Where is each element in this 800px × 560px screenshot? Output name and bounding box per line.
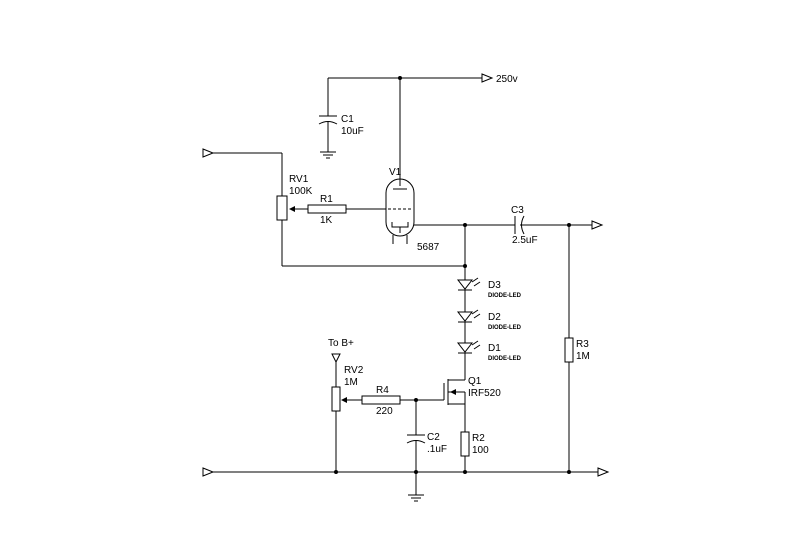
r3-name: R3 xyxy=(576,339,589,350)
d2-name: D2 xyxy=(488,312,501,323)
vacuum-tube-v1 xyxy=(385,178,465,244)
q1-type: IRF520 xyxy=(468,388,501,399)
led-d1 xyxy=(456,340,481,354)
resistor-r1 xyxy=(295,204,386,214)
capacitor-c2 xyxy=(406,400,426,495)
output-terminal xyxy=(591,220,604,230)
ground-symbol-c1 xyxy=(320,151,336,159)
v1-type: 5687 xyxy=(417,242,440,253)
rv1-name: RV1 xyxy=(289,174,309,185)
d1-name: D1 xyxy=(488,343,501,354)
resistor-r3 xyxy=(564,225,574,472)
c2-name: C2 xyxy=(427,432,440,443)
to-bplus-label: To B+ xyxy=(328,338,354,349)
led-d2 xyxy=(456,309,481,323)
c3-value: 2.5uF xyxy=(512,235,538,246)
v1-name: V1 xyxy=(389,167,402,178)
led-d3 xyxy=(456,277,481,291)
r3-value: 1M xyxy=(576,351,590,362)
c2-value: .1uF xyxy=(427,444,447,455)
potentiometer-rv2 xyxy=(331,362,347,472)
supply-rail xyxy=(328,73,494,83)
r4-value: 220 xyxy=(376,406,393,417)
capacitor-c1 xyxy=(318,78,338,152)
rv2-value: 1M xyxy=(344,377,358,388)
d3-type: DIODE-LED xyxy=(488,293,522,299)
to-bplus-terminal xyxy=(331,353,341,364)
input-terminal-top xyxy=(202,148,282,158)
r4-name: R4 xyxy=(376,385,389,396)
supply-voltage-label: 250v xyxy=(496,74,518,85)
rv2-name: RV2 xyxy=(344,365,364,376)
potentiometer-rv1 xyxy=(276,153,295,266)
rv1-value: 100K xyxy=(289,186,313,197)
q1-name: Q1 xyxy=(468,376,482,387)
ground-rail xyxy=(202,467,610,477)
mosfet-q1 xyxy=(443,379,466,432)
r2-value: 100 xyxy=(472,445,489,456)
d1-type: DIODE-LED xyxy=(488,356,522,362)
r1-name: R1 xyxy=(320,194,333,205)
d3-name: D3 xyxy=(488,280,501,291)
ground-symbol-main xyxy=(408,494,424,502)
c3-name: C3 xyxy=(511,205,524,216)
capacitor-c3 xyxy=(465,215,592,235)
r1-value: 1K xyxy=(320,215,333,226)
resistor-r2 xyxy=(460,431,470,472)
c1-value: 10uF xyxy=(341,126,364,137)
r2-name: R2 xyxy=(472,433,485,444)
c1-name: C1 xyxy=(341,114,354,125)
d2-type: DIODE-LED xyxy=(488,325,522,331)
resistor-r4 xyxy=(347,395,444,405)
